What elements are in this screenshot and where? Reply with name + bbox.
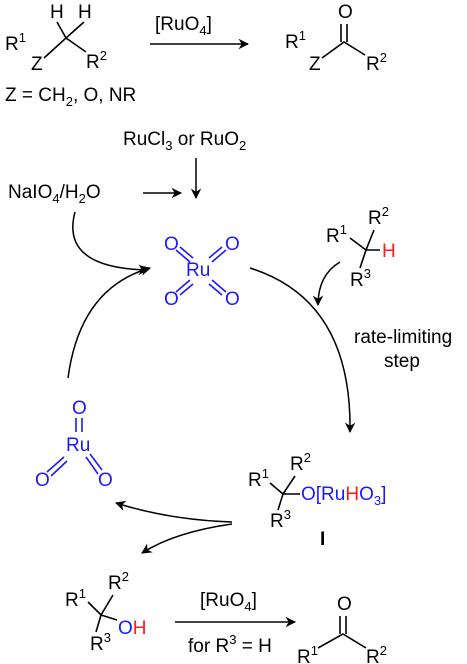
ketone-double-bond <box>339 616 347 634</box>
int-bonds <box>269 475 300 511</box>
alc-r3: R3 <box>90 630 111 655</box>
ketone-r2: R2 <box>366 643 387 664</box>
ketone-product: O R1 R2 <box>297 594 387 664</box>
h-bonds <box>56 21 85 39</box>
alcohol-product: R1 R2 R3 OH <box>65 569 147 655</box>
top-product: O R1 Z R2 <box>285 2 387 75</box>
ruo3-bond-top <box>75 418 83 432</box>
ruo4-reagent-label: [RuO4] <box>155 14 212 38</box>
z-atom: Z <box>31 54 43 75</box>
ruo4-bond-br <box>208 279 227 296</box>
r2-label: R2 <box>86 48 107 73</box>
alc-r2: R2 <box>108 569 129 594</box>
intermediate-label: I <box>320 529 325 550</box>
substrate-r2: R2 <box>368 204 389 229</box>
r1-label: R1 <box>5 30 26 55</box>
top-reagent: [RuO4] <box>150 14 250 50</box>
arrow-to-alcohol <box>141 523 233 554</box>
ruo3-bond-right <box>85 453 103 475</box>
ruo3-bond-left <box>46 456 68 477</box>
ruo4-o-bottom-left: O <box>164 289 179 310</box>
int-oxygen-ru: O[RuHO3] <box>301 484 386 508</box>
substrate-r1: R1 <box>326 222 347 247</box>
ruo3-ru: Ru <box>66 435 90 456</box>
ruo3-o-right: O <box>98 470 113 491</box>
top-reactant: H H R1 Z R2 <box>5 2 107 75</box>
bottom-condition: for R3 = H <box>188 632 272 657</box>
carbonyl-o: O <box>338 2 353 23</box>
int-r3: R3 <box>270 507 291 532</box>
carbonyl-double-bond <box>340 24 348 42</box>
product-z: Z <box>309 54 321 75</box>
z-definition: Z = CH2, O, NR <box>5 85 136 109</box>
substrate-bonds <box>349 229 380 269</box>
ruo4-bond-tl <box>175 246 194 263</box>
h-label-2: H <box>78 2 92 23</box>
ketone-o: O <box>337 594 352 615</box>
product-chain-bonds <box>321 41 366 59</box>
bottom-ruo4-label: [RuO4] <box>200 590 257 614</box>
int-r1: R1 <box>248 466 269 491</box>
alc-bonds <box>87 594 118 633</box>
ruo4-bond-tr <box>208 246 227 263</box>
rate-label-line1: rate-limiting <box>354 327 452 348</box>
oxidant-label: NaIO4/H2O <box>8 182 101 206</box>
ruo3-o-top: O <box>72 398 87 419</box>
cycle-arc-right <box>249 267 356 434</box>
cycle-arc-left <box>67 265 152 379</box>
ruo4-o-bottom-right: O <box>225 289 240 310</box>
substrate-r3: R3 <box>350 266 371 291</box>
arrow-to-ruo3 <box>114 500 233 523</box>
int-r2: R2 <box>290 450 311 475</box>
ketone-chain-bonds <box>317 633 367 649</box>
ruo4-catalyst: Ru O O O O <box>164 234 240 310</box>
intermediate-I: R1 R2 R3 O[RuHO3] I <box>248 450 386 550</box>
h-label-1: H <box>50 2 64 23</box>
rate-label-line2: step <box>384 351 420 372</box>
product-r2: R2 <box>366 50 387 75</box>
substrate-arrow <box>312 261 341 307</box>
reoxidation-arrow <box>72 211 150 276</box>
bottom-reagent: [RuO4] for R3 = H <box>175 590 297 657</box>
precursor-label: RuCl3 or RuO2 <box>123 129 246 153</box>
ruo3-species: O Ru O O <box>35 398 113 491</box>
alc-oh: OH <box>118 618 147 639</box>
chain-bonds <box>43 36 87 59</box>
substrate: R1 R2 R3 H <box>326 204 396 291</box>
ruo3-o-left: O <box>35 470 50 491</box>
ketone-r1: R1 <box>297 643 318 664</box>
ruo4-ru: Ru <box>186 260 210 281</box>
ruo4-o-top-right: O <box>225 234 240 255</box>
ruo4-bond-bl <box>175 279 194 296</box>
substrate-h: H <box>382 241 396 262</box>
product-r1: R1 <box>285 28 306 53</box>
ruo4-o-top-left: O <box>164 234 179 255</box>
alc-r1: R1 <box>65 586 86 611</box>
